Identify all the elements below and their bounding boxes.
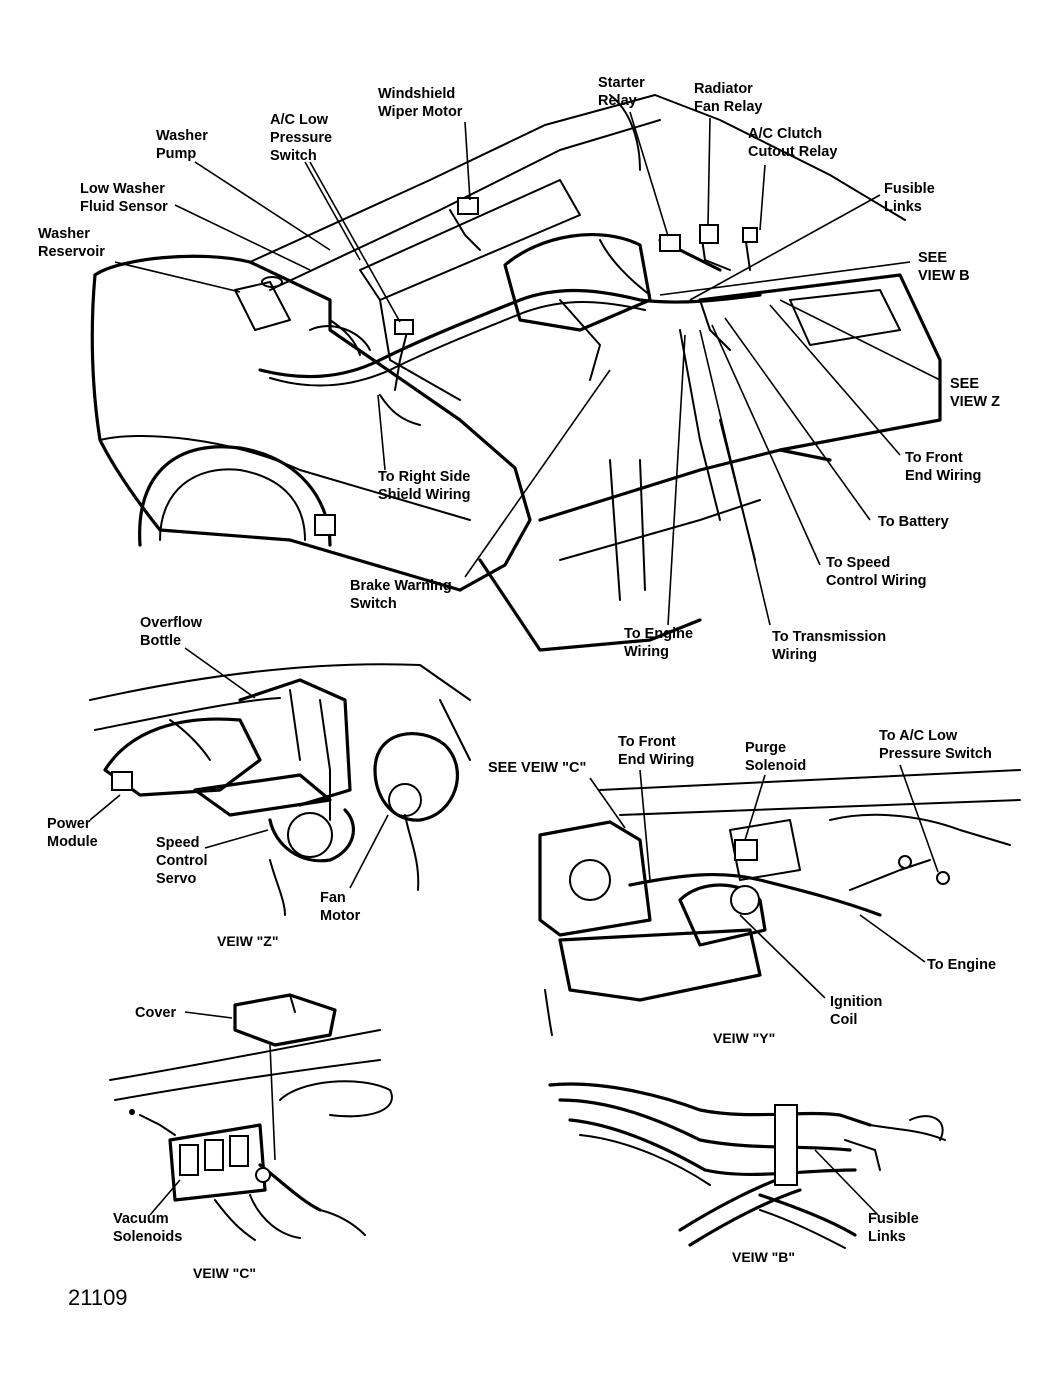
view-c-drawing <box>109 993 393 1241</box>
view-y-drawing <box>538 769 1021 1036</box>
label-see-view-c: SEE VEIW "C" <box>488 760 586 776</box>
caption-view-b: VEIW "B" <box>732 1249 795 1265</box>
view-b-leader-lines <box>814 1149 879 1216</box>
main-view-leader-lines <box>114 111 941 626</box>
view-y-leader-lines <box>589 764 939 999</box>
label-to-battery: To Battery <box>878 514 949 530</box>
view-z-drawing <box>89 663 471 916</box>
label-to-engine: To Engine <box>927 957 996 973</box>
view-z-leader-lines <box>89 647 389 889</box>
caption-view-y: VEIW "Y" <box>713 1030 775 1046</box>
view-b-drawing <box>548 1082 946 1249</box>
caption-view-c: VEIW "C" <box>193 1265 256 1281</box>
caption-view-z: VEIW "Z" <box>217 933 279 949</box>
view-c-leader-lines <box>149 1011 276 1216</box>
figure-number: 21109 <box>68 1285 128 1310</box>
label-cover: Cover <box>135 1005 176 1021</box>
main-engine-bay-drawing <box>90 94 942 652</box>
